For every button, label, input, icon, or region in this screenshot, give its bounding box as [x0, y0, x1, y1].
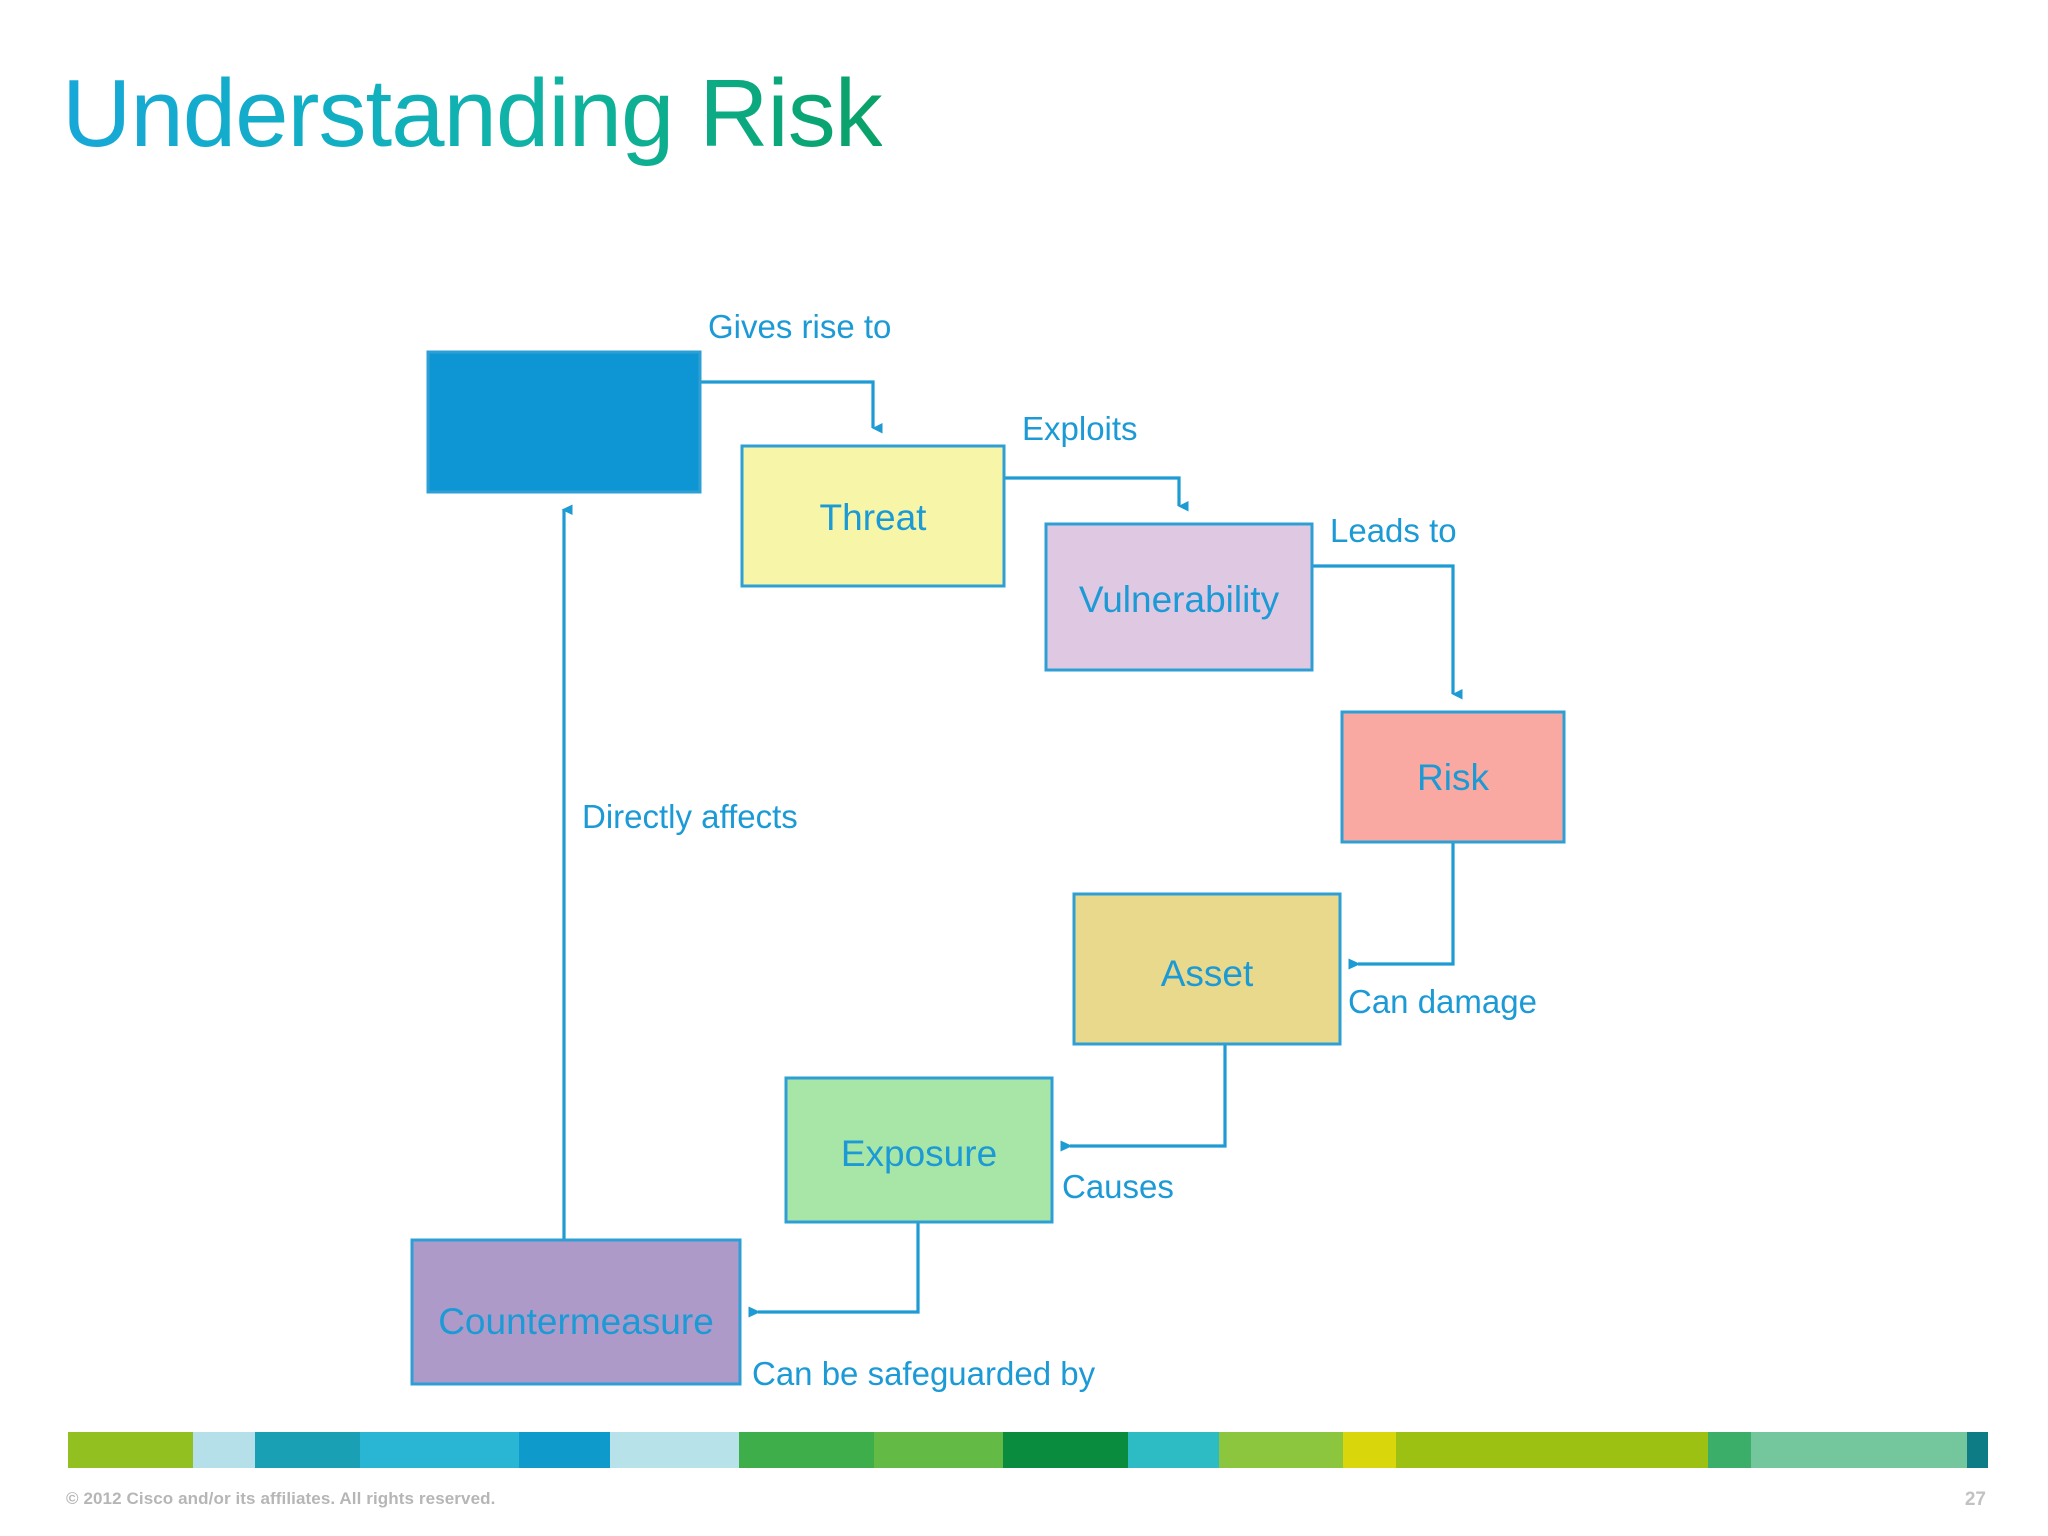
edge-line-exploits [1004, 476, 1189, 512]
node-exposure[interactable] [784, 1076, 1054, 1224]
footer-bar-segment [1707, 1432, 1752, 1468]
page-number: 27 [1964, 1489, 1986, 1510]
edge-label-gives-rise-to: Gives rise to [708, 308, 891, 345]
footer-bar-segment [255, 1432, 361, 1468]
edge-line-can-damage [1348, 842, 1455, 970]
footer-bar-segment [739, 1432, 874, 1468]
nodes [410, 350, 1566, 1386]
edge-label-can-damage: Can damage [1348, 983, 1537, 1020]
node-label-exposure: Exposure [841, 1133, 997, 1174]
page-title: Understanding Risk [62, 60, 883, 167]
node-label-vulnerability: Vulnerability [1079, 579, 1280, 620]
edge-labels: Gives rise to Exploits Leads to Can dama… [582, 308, 1537, 1392]
node-asset[interactable] [1072, 892, 1342, 1046]
node-threat[interactable] [740, 444, 1006, 588]
footer-bar-segment [873, 1432, 1004, 1468]
footer-bar-segment [1343, 1432, 1397, 1468]
node-label-threat: Threat [820, 497, 928, 538]
node-label-asset: Asset [1161, 953, 1254, 994]
risk-flow-diagram: Threat Vulnerability Risk Asset Exposure… [410, 308, 1566, 1392]
edge-label-directly-affects: Directly affects [582, 798, 798, 835]
footer-bar-segment [1751, 1432, 1967, 1468]
footer-bar-segment [192, 1432, 255, 1468]
node-label-countermeasure: Countermeasure [438, 1301, 714, 1342]
footer-bar-segment [360, 1432, 519, 1468]
footer-bar-segment [68, 1432, 193, 1468]
footer-copyright: © 2012 Cisco and/or its affiliates. All … [66, 1489, 496, 1508]
node-source[interactable] [426, 350, 702, 494]
edge-lines [561, 380, 1463, 1318]
node-label-risk: Risk [1417, 757, 1489, 798]
footer-bar-segment [1218, 1432, 1344, 1468]
footer-bar-segment [1003, 1432, 1128, 1468]
footer-bar-segment [1127, 1432, 1219, 1468]
edge-label-leads-to: Leads to [1330, 512, 1457, 549]
footer-bar-segment [518, 1432, 610, 1468]
edge-line-gives-rise-to [700, 380, 883, 434]
node-vulnerability[interactable] [1044, 522, 1314, 672]
edge-line-leads-to [1312, 564, 1463, 700]
node-countermeasure[interactable] [410, 1238, 742, 1386]
edge-line-can-be-safeguarded-by [748, 1222, 920, 1318]
edge-label-causes: Causes [1062, 1168, 1174, 1205]
edge-label-exploits: Exploits [1022, 410, 1138, 447]
node-labels: Threat Vulnerability Risk Asset Exposure… [438, 497, 1489, 1342]
node-risk[interactable] [1340, 710, 1566, 844]
footer-bar-segment [609, 1432, 740, 1468]
diagram-canvas: Threat Vulnerability Risk Asset Exposure… [410, 308, 1566, 1392]
footer-bar-segment [1966, 1432, 1988, 1468]
edge-line-causes [1060, 1044, 1227, 1152]
footer-bar-segment [1396, 1432, 1708, 1468]
edge-label-can-be-safeguarded-by: Can be safeguarded by [752, 1355, 1096, 1392]
footer-color-bar [0, 1432, 2048, 1468]
